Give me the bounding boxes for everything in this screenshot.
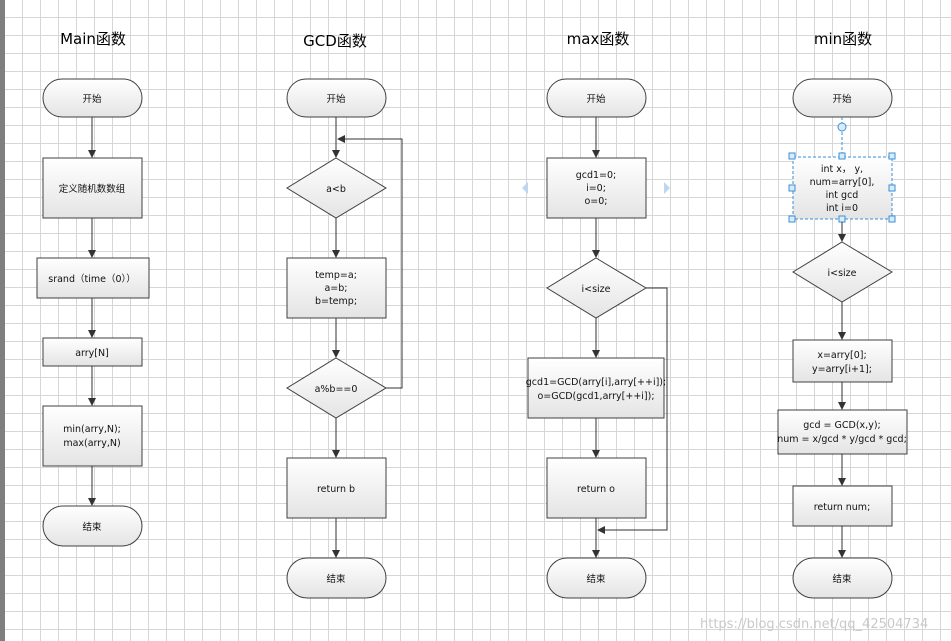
connector-left-icon[interactable]: [522, 182, 528, 194]
title-max: max函数: [567, 30, 630, 48]
rotate-handle[interactable]: [837, 122, 847, 132]
main-flow: 开始 定义随机数数组 srand（time（0）） arry[N] min(ar…: [36, 78, 150, 547]
title-main: Main函数: [60, 30, 126, 48]
gcd-swap-label-2: a=b;: [324, 283, 347, 294]
max-body-node[interactable]: [527, 357, 665, 419]
max-body-label-1: gcd1=GCD(arry[i],arry[++i]);: [526, 377, 666, 388]
min-start-label: 开始: [832, 93, 852, 105]
min-init-label-2: num=arry[0],: [810, 177, 875, 188]
main-srand-node[interactable]: [36, 257, 150, 299]
max-return-node[interactable]: [546, 457, 647, 519]
max-end-node[interactable]: [546, 557, 647, 599]
main-srand-label: srand（time（0））: [48, 273, 136, 285]
gcd-flow: 开始 a<b temp=a; a=b; b=temp; a%b==0 retur…: [286, 78, 403, 599]
main-arry-node[interactable]: [42, 337, 143, 367]
resize-handle[interactable]: [788, 184, 796, 192]
min-assign-label-1: x=arry[0];: [817, 350, 866, 361]
main-call-label-2: max(arry,N): [63, 438, 120, 449]
resize-handle[interactable]: [888, 152, 896, 160]
exit-arrow: [597, 287, 668, 534]
min-flow: 开始 int x， y, num=arry[0], int gcd int i=…: [777, 78, 908, 599]
min-calc-node[interactable]: [777, 409, 908, 455]
min-end-label: 结束: [832, 573, 852, 585]
max-init-label-1: gcd1=0;: [576, 170, 617, 181]
gcd-cond2-label: a%b==0: [315, 384, 358, 395]
min-assign-node[interactable]: [792, 339, 893, 383]
main-start-label: 开始: [82, 93, 102, 105]
main-call-label-1: min(arry,N);: [63, 424, 121, 435]
main-define-node[interactable]: [42, 157, 143, 219]
max-init-label-2: i=0;: [586, 183, 606, 194]
min-init-label-4: int i=0: [826, 203, 858, 214]
gcd-swap-node[interactable]: [286, 257, 387, 319]
watermark: https://blog.csdn.net/qq_42504734: [700, 617, 928, 632]
min-return-node[interactable]: [792, 485, 893, 527]
gcd-start-label: 开始: [326, 93, 346, 105]
resize-handle[interactable]: [888, 184, 896, 192]
resize-handle[interactable]: [838, 215, 846, 223]
loop-arrow: [337, 135, 403, 389]
max-flow: 开始 gcd1=0; i=0; o=0; i<size gcd1=GCD(arr…: [522, 78, 670, 599]
min-calc-label-1: gcd = GCD(x,y);: [803, 420, 880, 431]
max-body-label-2: o=GCD(gcd1,arry[++i]);: [537, 391, 654, 402]
title-gcd: GCD函数: [303, 32, 367, 50]
min-return-label: return num;: [814, 502, 871, 513]
gcd-swap-label-3: b=temp;: [315, 296, 357, 307]
main-end-label: 结束: [82, 521, 102, 533]
max-return-label: return o: [577, 484, 615, 495]
title-min: min函数: [814, 30, 872, 48]
resize-handle[interactable]: [888, 215, 896, 223]
resize-handle[interactable]: [788, 152, 796, 160]
max-start-label: 开始: [586, 93, 606, 105]
gcd-end-label: 结束: [326, 573, 346, 585]
gcd-swap-label-1: temp=a;: [315, 270, 357, 281]
main-define-label: 定义随机数数组: [59, 183, 126, 195]
min-init-node[interactable]: [792, 156, 893, 220]
min-init-label-1: int x， y,: [821, 164, 863, 175]
max-init-label-3: o=0;: [584, 196, 607, 207]
connector-right-icon[interactable]: [664, 182, 670, 194]
left-border: [0, 0, 5, 641]
min-end-node[interactable]: [792, 557, 893, 599]
resize-handle[interactable]: [788, 215, 796, 223]
min-calc-label-2: num = x/gcd * y/gcd * gcd;: [777, 434, 907, 445]
max-cond-label: i<size: [581, 284, 610, 295]
min-assign-label-2: y=arry[i+1];: [812, 364, 872, 375]
min-init-label-3: int gcd: [826, 190, 859, 201]
gcd-end-node[interactable]: [286, 557, 387, 599]
grid-background: [5, 0, 951, 641]
gcd-return-node[interactable]: [286, 457, 387, 519]
max-end-label: 结束: [586, 573, 606, 585]
main-end-node[interactable]: [42, 505, 143, 547]
main-call-node[interactable]: [42, 405, 143, 467]
gcd-cond1-label: a<b: [326, 184, 346, 195]
resize-handle[interactable]: [838, 152, 846, 160]
gcd-return-label: return b: [317, 484, 355, 495]
main-arry-label: arry[N]: [75, 348, 109, 359]
min-cond-label: i<size: [827, 268, 856, 279]
